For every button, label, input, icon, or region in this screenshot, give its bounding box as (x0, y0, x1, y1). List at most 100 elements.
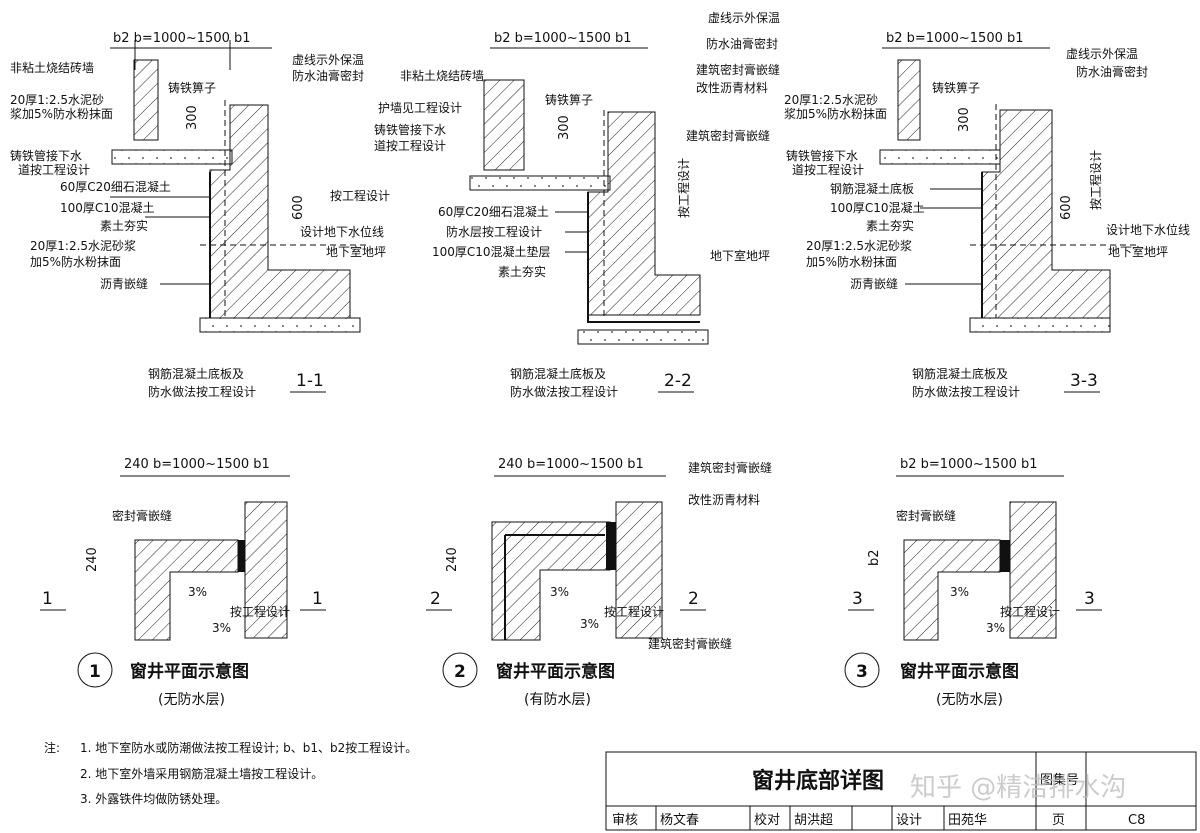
svg-text:虚线示外保温: 虚线示外保温 (708, 11, 780, 25)
section-2-2: b2 b=1000~1500 b1 300 非粘土烧结砖墙 护墙见工程设计 铸铁… (374, 11, 780, 399)
plan3-dim-b2: b2 (867, 549, 882, 566)
svg-text:100厚C10混凝土: 100厚C10混凝土 (60, 200, 155, 215)
note-1: 1. 地下室防水或防潮做法按工程设计; b、b1、b2按工程设计。 (80, 740, 417, 755)
svg-text:20厚1:2.5水泥砂: 20厚1:2.5水泥砂 (784, 93, 878, 107)
plan2-rc-wall (615, 501, 663, 639)
tb-check-label: 校对 (754, 812, 780, 828)
window-well-slab-2 (469, 175, 611, 191)
svg-text:沥青嵌缝: 沥青嵌缝 (100, 276, 148, 291)
plan1-slope-2: 3% (212, 621, 231, 635)
plan-2: 240 b=1000~1500 b1 建筑密封膏嵌缝 改性沥青材料 建筑密封膏嵌… (426, 457, 772, 708)
window-well-slab-3 (879, 149, 1001, 165)
svg-text:素土夯实: 素土夯实 (498, 264, 546, 279)
plan2-slope-1: 3% (550, 585, 569, 599)
svg-text:虚线示外保温: 虚线示外保温 (1066, 47, 1138, 61)
plan3-slope-2: 3% (986, 621, 1005, 635)
plan1-cut-right: 1 (312, 589, 323, 609)
svg-text:虚线示外保温: 虚线示外保温 (292, 53, 364, 67)
section-3-3-bottom-1: 钢筋混凝土底板及 (912, 366, 1008, 381)
section-1-1-tag: 1-1 (296, 371, 324, 391)
svg-text:20厚1:2.5水泥砂浆: 20厚1:2.5水泥砂浆 (806, 238, 912, 253)
plan-1: 240 b=1000~1500 b1 密封膏嵌缝 240 3% 3% 按工程设计… (40, 457, 326, 708)
svg-text:铸铁箅子: 铸铁箅子 (545, 92, 593, 107)
section-2-2-bottom-2: 防水做法按工程设计 (510, 384, 618, 399)
svg-text:按工程设计: 按工程设计 (1088, 150, 1103, 210)
brick-wall-3 (897, 59, 921, 141)
plan3-title: 窗井平面示意图 (900, 661, 1019, 682)
plan3-seal-label: 密封膏嵌缝 (896, 508, 956, 523)
svg-text:60厚C20细石混凝土: 60厚C20细石混凝土 (60, 179, 171, 194)
rc-wall-2 (587, 111, 701, 316)
plan2-slope-2: 3% (580, 617, 599, 631)
plan2-design: 按工程设计 (604, 604, 664, 619)
section-2-2-labels: 非粘土烧结砖墙 护墙见工程设计 铸铁管接下水 道按工程设计 60厚C20细石混凝… (374, 11, 780, 279)
svg-text:钢筋混凝土底板: 钢筋混凝土底板 (830, 181, 914, 196)
plan1-seal-label: 密封膏嵌缝 (112, 508, 172, 523)
plan2-subtitle: (有防水层) (524, 692, 591, 708)
note-3: 3. 外露铁件均做防锈处理。 (80, 791, 227, 806)
notes-head: 注: (44, 740, 60, 755)
svg-text:防水油膏密封: 防水油膏密封 (1076, 64, 1148, 79)
plan3-design: 按工程设计 (1000, 604, 1060, 619)
svg-text:道按工程设计: 道按工程设计 (18, 162, 90, 177)
plan1-design: 按工程设计 (230, 604, 290, 619)
dim-b2-b-b1: b2 b=1000~1500 b1 (113, 31, 251, 46)
dim-b2-b-b1-2: b2 b=1000~1500 b1 (494, 31, 632, 46)
plan3-cut-right: 3 (1084, 589, 1095, 609)
svg-text:加5%防水粉抹面: 加5%防水粉抹面 (806, 254, 897, 269)
svg-text:铸铁管接下水: 铸铁管接下水 (786, 148, 858, 163)
brick-wall-2 (483, 79, 525, 171)
plan3-sealant (1000, 540, 1010, 572)
svg-text:地下室地坪: 地下室地坪 (1108, 244, 1168, 259)
plan1-dim-240: 240 (85, 547, 100, 572)
plan1-slope-1: 3% (188, 585, 207, 599)
svg-text:铸铁箅子: 铸铁箅子 (932, 80, 980, 95)
plan2-seal2: 改性沥青材料 (688, 493, 760, 507)
svg-text:道按工程设计: 道按工程设计 (792, 162, 864, 177)
plan3-num: 3 (856, 662, 868, 682)
section-1-1-bottom-2: 防水做法按工程设计 (148, 384, 256, 399)
section-3-3-tag: 3-3 (1070, 371, 1098, 391)
dim-600-3: 600 (1059, 195, 1074, 220)
brick-wall (133, 59, 159, 141)
section-1-1-labels: 非粘土烧结砖墙 20厚1:2.5水泥砂 浆加5%防水粉抹面 铸铁管接下水 道按工… (10, 53, 390, 291)
svg-text:防水油膏密封: 防水油膏密封 (706, 36, 778, 51)
section-3-3: b2 b=1000~1500 b1 300 600 20厚1:2.5水泥砂 浆加… (784, 31, 1190, 399)
svg-text:建筑密封膏嵌缝: 建筑密封膏嵌缝 (696, 62, 780, 77)
svg-text:设计地下水位线: 设计地下水位线 (1106, 222, 1190, 237)
section-1-1-bottom-1: 钢筋混凝土底板及 (148, 366, 244, 381)
plan2-seal1: 建筑密封膏嵌缝 (688, 460, 772, 475)
plan2-num: 2 (454, 662, 466, 682)
plan1-sealant (238, 540, 245, 572)
notes: 注: 1. 地下室防水或防潮做法按工程设计; b、b1、b2按工程设计。 2. … (44, 740, 417, 806)
plan2-badge (442, 652, 478, 688)
svg-text:加5%防水粉抹面: 加5%防水粉抹面 (30, 254, 121, 269)
svg-text:浆加5%防水粉抹面: 浆加5%防水粉抹面 (10, 106, 113, 121)
dim-300-3: 300 (957, 107, 972, 132)
svg-text:素土夯实: 素土夯实 (866, 218, 914, 233)
svg-text:地下室地坪: 地下室地坪 (326, 244, 386, 259)
tb-review-name: 杨文春 (660, 813, 699, 828)
dim-300-2: 300 (557, 115, 572, 140)
title-block-atlas: 图集号 (1040, 772, 1079, 788)
plan2-cut-right: 2 (688, 589, 699, 609)
svg-text:铸铁管接下水: 铸铁管接下水 (374, 122, 446, 137)
plan3-badge (844, 652, 880, 688)
svg-text:改性沥青材料: 改性沥青材料 (696, 81, 768, 95)
svg-text:建筑密封膏嵌缝: 建筑密封膏嵌缝 (686, 128, 770, 143)
dim-300: 300 (185, 105, 200, 130)
svg-text:设计地下水位线: 设计地下水位线 (300, 224, 384, 239)
svg-text:按工程设计: 按工程设计 (676, 158, 691, 218)
plan3-rc-wall (1009, 501, 1057, 639)
plan3-slope-1: 3% (950, 585, 969, 599)
svg-text:100厚C10混凝土: 100厚C10混凝土 (830, 200, 925, 215)
section-2-2-bottom-1: 钢筋混凝土底板及 (510, 366, 606, 381)
svg-text:防水油膏密封: 防水油膏密封 (292, 68, 364, 83)
title-block-title: 窗井底部详图 (752, 768, 884, 794)
svg-text:20厚1:2.5水泥砂浆: 20厚1:2.5水泥砂浆 (30, 238, 136, 253)
plan1-rc-wall (244, 501, 288, 639)
title-block: 窗井底部详图 图集号 页 C8 审核 杨文春 校对 胡洪超 设计 田苑华 知乎 … (605, 751, 1197, 831)
dim-600: 600 (291, 195, 306, 220)
svg-text:铸铁箅子: 铸铁箅子 (168, 80, 216, 95)
plan1-badge (77, 652, 113, 688)
